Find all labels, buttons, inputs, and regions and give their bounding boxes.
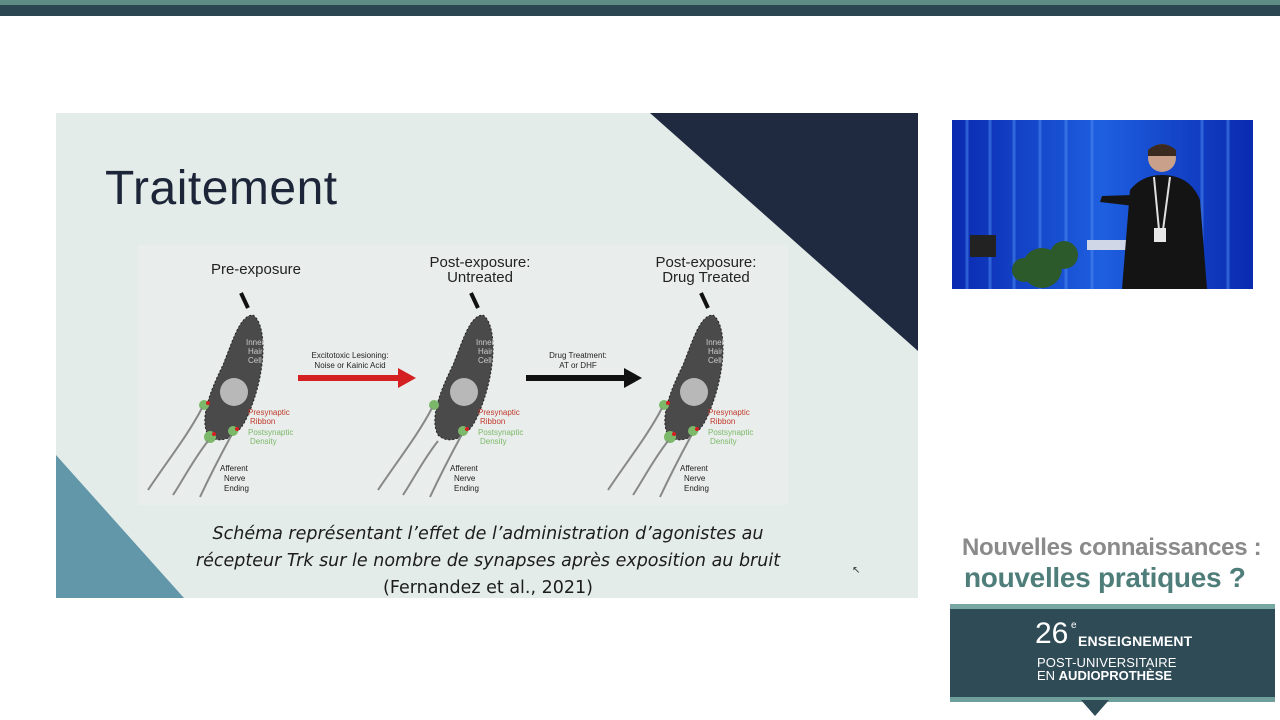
svg-text:Nerve: Nerve (454, 474, 476, 483)
svg-text:Hair: Hair (708, 347, 723, 356)
svg-text:Presynaptic: Presynaptic (478, 408, 520, 417)
svg-text:Cell: Cell (478, 356, 492, 365)
conference-subtitle-2: EN AUDIOPROTHÈSE (1037, 668, 1172, 683)
svg-text:Inner: Inner (476, 338, 495, 347)
presentation-slide: Traitement Pre-exposure Post-exposure: U… (56, 113, 918, 598)
svg-text:Density: Density (480, 437, 507, 446)
teal-triangle (56, 455, 184, 598)
conference-logo-arrow (1081, 700, 1109, 716)
svg-text:Ending: Ending (224, 484, 249, 493)
svg-text:Afferent: Afferent (220, 464, 249, 473)
top-bar-accent (0, 0, 1280, 5)
panel-title-3b: Drug Treated (662, 269, 750, 286)
svg-text:Hair: Hair (248, 347, 263, 356)
arrow1-label-1: Excitotoxic Lesioning: (312, 351, 389, 360)
navy-triangle (650, 113, 918, 351)
svg-text:Nerve: Nerve (224, 474, 246, 483)
figure-caption: Schéma représentant l’effet de l’adminis… (176, 521, 800, 598)
svg-text:Presynaptic: Presynaptic (248, 408, 290, 417)
svg-text:Inner: Inner (706, 338, 725, 347)
svg-text:Nerve: Nerve (684, 474, 706, 483)
svg-text:Ribbon: Ribbon (250, 417, 275, 426)
panel-title-2a: Post-exposure: (430, 254, 531, 271)
svg-text:Afferent: Afferent (450, 464, 479, 473)
edition-number: 26 (1035, 617, 1069, 650)
svg-text:Ending: Ending (684, 484, 709, 493)
svg-text:Density: Density (250, 437, 277, 446)
svg-text:Density: Density (710, 437, 737, 446)
svg-text:Postsynaptic: Postsynaptic (708, 428, 753, 437)
caption-citation: (Fernandez et al., 2021) (383, 578, 593, 598)
svg-text:Ribbon: Ribbon (480, 417, 505, 426)
svg-text:Hair: Hair (478, 347, 493, 356)
speaker-person (1100, 144, 1207, 289)
hair-cell-1: Inner Hair Cell Presynaptic Ribbon Posts… (147, 292, 293, 498)
conference-subtitle-1: POST-UNIVERSITAIRE (1037, 655, 1177, 670)
svg-text:Afferent: Afferent (680, 464, 709, 473)
arrow1-label-2: Noise or Kainic Acid (314, 361, 385, 370)
panel-title-3a: Post-exposure: (656, 254, 757, 271)
conference-title: ENSEIGNEMENT (1078, 633, 1193, 649)
conference-subtitle-prefix: EN (1037, 668, 1059, 683)
plant (1012, 241, 1078, 288)
slide-title: Traitement (105, 162, 338, 215)
arrow2-label-2: AT or DHF (559, 361, 597, 370)
conference-tagline-1: Nouvelles connaissances : (962, 534, 1262, 561)
hair-cell-2: Inner Hair Cell Presynaptic Ribbon Posts… (377, 292, 523, 498)
svg-text:Ribbon: Ribbon (710, 417, 735, 426)
svg-text:Postsynaptic: Postsynaptic (478, 428, 523, 437)
slide-decoration (56, 113, 918, 598)
arrow2-label-1: Drug Treatment: (549, 351, 607, 360)
svg-text:Postsynaptic: Postsynaptic (248, 428, 293, 437)
svg-text:Cell: Cell (248, 356, 262, 365)
panel-title-2b: Untreated (447, 269, 513, 286)
conference-tagline-2: nouvelles pratiques ? (964, 562, 1246, 593)
conference-logo-box (950, 604, 1275, 702)
mouse-cursor-icon: ↖ (852, 565, 861, 576)
panel-title-1: Pre-exposure (211, 261, 301, 278)
caption-italic: Schéma représentant l’effet de l’adminis… (195, 524, 781, 571)
svg-text:Presynaptic: Presynaptic (708, 408, 750, 417)
svg-text:Ending: Ending (454, 484, 479, 493)
laptop (970, 235, 996, 257)
hair-cell-3: Inner Hair Cell Presynaptic Ribbon Posts… (607, 292, 753, 498)
conference-subtitle-bold: AUDIOPROTHÈSE (1058, 668, 1173, 683)
svg-text:Inner: Inner (246, 338, 265, 347)
edition-superscript: e (1071, 620, 1077, 631)
conference-logo-strip (950, 697, 1275, 702)
synapse-diagram: Pre-exposure Post-exposure: Untreated Po… (138, 245, 788, 505)
speaker-video (952, 120, 1253, 289)
svg-text:Cell: Cell (708, 356, 722, 365)
